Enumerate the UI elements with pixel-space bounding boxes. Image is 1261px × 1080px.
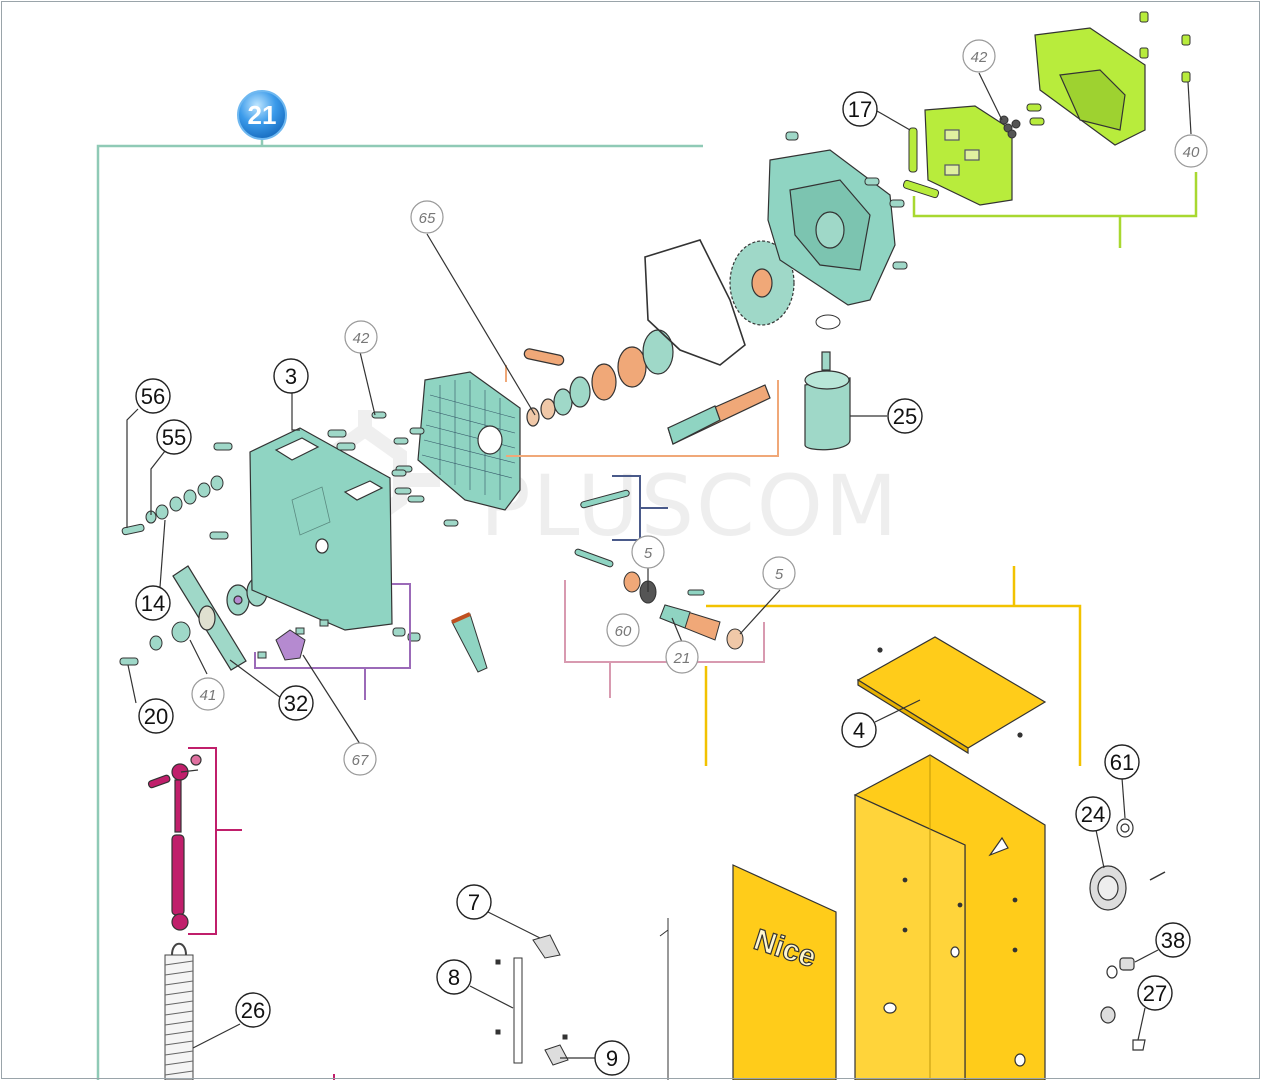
motor-part-25 xyxy=(804,351,851,451)
output-shaft xyxy=(667,384,771,445)
worm-assembly xyxy=(574,489,744,650)
svg-text:42: 42 xyxy=(971,49,988,66)
callout-20: 20 xyxy=(138,698,174,734)
svg-text:26: 26 xyxy=(241,998,265,1023)
callout-9: 9 xyxy=(594,1040,630,1076)
callout-4: 4 xyxy=(841,712,877,748)
leader-lines xyxy=(126,72,1192,1059)
svg-text:65: 65 xyxy=(419,210,436,227)
svg-text:67: 67 xyxy=(352,752,369,769)
callout-55: 55 xyxy=(156,419,192,455)
worm-shaft xyxy=(451,612,488,673)
svg-text:60: 60 xyxy=(615,623,632,640)
svg-text:61: 61 xyxy=(1110,750,1134,775)
svg-text:3: 3 xyxy=(285,364,297,389)
callout-42-left: 42 xyxy=(344,320,378,354)
svg-text:27: 27 xyxy=(1143,981,1167,1006)
svg-text:5: 5 xyxy=(775,566,784,583)
callout-38: 38 xyxy=(1155,922,1191,958)
control-board xyxy=(924,105,1013,206)
door-panel: Nice xyxy=(732,864,837,1080)
grid-plate-screws xyxy=(371,411,459,527)
pins-part-17 xyxy=(902,127,940,199)
svg-text:25: 25 xyxy=(893,404,917,429)
callout-7: 7 xyxy=(456,884,492,920)
svg-text:9: 9 xyxy=(606,1046,618,1071)
turnbuckle xyxy=(147,754,202,931)
right-small-parts xyxy=(1089,818,1166,1051)
callout-25: 25 xyxy=(887,398,923,434)
svg-text:38: 38 xyxy=(1161,928,1185,953)
watermark: PLUSCOM xyxy=(323,410,899,555)
spring-part-26 xyxy=(164,942,194,1080)
svg-text:55: 55 xyxy=(162,425,186,450)
orange-bracket xyxy=(505,365,779,457)
callout-41: 41 xyxy=(191,677,225,711)
svg-text:20: 20 xyxy=(144,704,168,729)
gasket xyxy=(644,239,746,366)
svg-text:5: 5 xyxy=(644,545,653,562)
callout-26: 26 xyxy=(235,992,271,1028)
group-21-badge: 21 xyxy=(237,90,287,140)
yellow-bracket xyxy=(704,566,1082,766)
svg-text:21: 21 xyxy=(673,650,691,667)
svg-text:17: 17 xyxy=(848,97,872,122)
bottom-parts-7-8-9 xyxy=(333,934,569,1080)
purple-bracket xyxy=(254,583,411,700)
svg-text:14: 14 xyxy=(141,591,165,616)
callout-14: 14 xyxy=(135,585,171,621)
callout-5-center: 5 xyxy=(631,535,665,569)
svg-text:8: 8 xyxy=(448,965,460,990)
callout-21: 21 xyxy=(665,640,699,674)
callout-17: 17 xyxy=(842,91,878,127)
svg-text:56: 56 xyxy=(141,384,165,409)
gear xyxy=(729,240,795,326)
callout-42-top: 42 xyxy=(962,39,996,73)
cabinet-body xyxy=(853,754,1046,1080)
callout-8: 8 xyxy=(436,959,472,995)
callout-5-right: 5 xyxy=(762,556,796,590)
lid-part-4 xyxy=(856,636,1047,755)
callout-40: 40 xyxy=(1174,134,1208,168)
callout-3: 3 xyxy=(273,358,309,394)
magenta-bracket xyxy=(188,747,242,935)
callout-32: 32 xyxy=(278,685,314,721)
group-21-badge-label: 21 xyxy=(248,100,277,130)
svg-text:24: 24 xyxy=(1081,802,1105,827)
svg-text:32: 32 xyxy=(284,691,308,716)
callout-24: 24 xyxy=(1075,796,1111,832)
bearing-stack xyxy=(523,329,674,427)
callout-56: 56 xyxy=(135,378,171,414)
gear-housing xyxy=(767,149,896,306)
grid-plate-part-65 xyxy=(417,371,521,511)
callout-27: 27 xyxy=(1137,975,1173,1011)
svg-text:41: 41 xyxy=(200,687,217,704)
left-screws xyxy=(119,442,233,666)
lime-bracket xyxy=(912,172,1198,248)
cable xyxy=(659,918,669,1080)
plate-screws xyxy=(257,429,425,659)
bracket-part-67 xyxy=(275,629,306,661)
svg-text:40: 40 xyxy=(1183,144,1200,161)
housing-screws xyxy=(785,131,908,330)
svg-text:4: 4 xyxy=(853,718,865,743)
callout-61: 61 xyxy=(1104,744,1140,780)
callout-65: 65 xyxy=(410,200,444,234)
svg-text:42: 42 xyxy=(353,330,370,347)
top-cover xyxy=(1034,27,1146,146)
watermark-text: PLUSCOM xyxy=(480,457,899,555)
svg-text:7: 7 xyxy=(468,890,480,915)
main-plate-part-3 xyxy=(249,427,393,631)
callout-60: 60 xyxy=(606,613,640,647)
pink-bracket xyxy=(564,580,765,698)
lime-screws xyxy=(999,11,1191,139)
callout-67: 67 xyxy=(343,742,377,776)
navy-bracket xyxy=(612,475,668,541)
group-21-bracket xyxy=(96,134,703,1080)
